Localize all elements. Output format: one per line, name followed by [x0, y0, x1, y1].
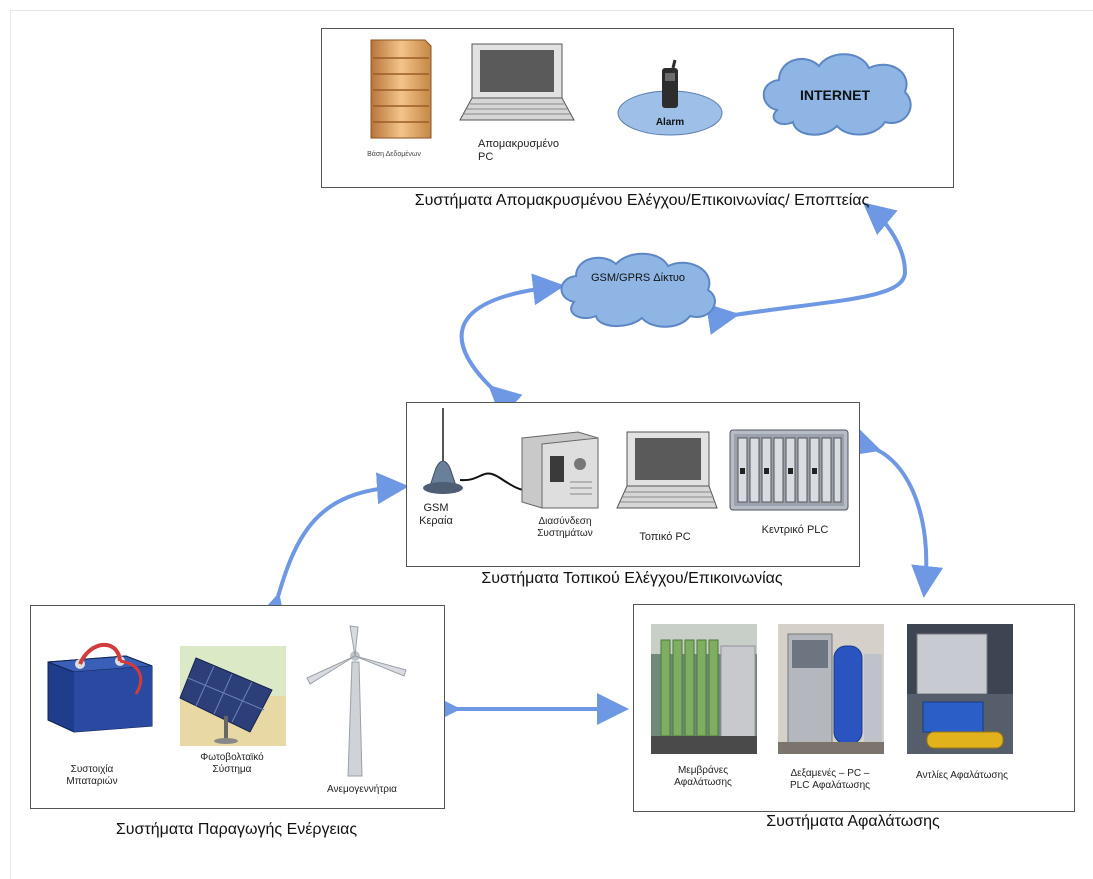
gsm-gprs-cloud-icon — [560, 252, 716, 328]
arrow-local-to-gsm-cloud — [459, 273, 565, 419]
gsm-antenna-label: GSM Κεραία — [419, 502, 453, 528]
gsm-gprs-label: GSM/GPRS Δίκτυο — [590, 272, 686, 284]
tanks-label: Δεξαμενές – PC – PLC Αφαλάτωσης — [790, 768, 870, 791]
frame-top-edge — [10, 10, 1093, 11]
wind-turbine-icon — [306, 625, 407, 777]
gsm-antenna-icon — [423, 408, 531, 494]
membranes-photo — [651, 624, 757, 754]
internet-label: INTERNET — [800, 87, 870, 103]
battery-label: Συστοιχία Μπαταριών — [66, 764, 118, 787]
membranes-label: Μεμβράνες Αφαλάτωσης — [674, 765, 732, 788]
arrow-local-to-energy — [255, 472, 409, 628]
pv-label: Φωτοβολταϊκό Σύστημα — [200, 752, 264, 775]
pv-panel-icon — [179, 646, 286, 746]
local-pc-icon — [616, 431, 718, 509]
arrow-local-to-desal — [846, 425, 944, 598]
database-server-icon — [370, 39, 432, 139]
internet-cloud-icon — [762, 53, 912, 136]
remote-systems-caption: Συστήματα Απομακρυσμένου Ελέγχου/Επικοιν… — [414, 192, 870, 209]
frame-left-edge — [10, 10, 11, 879]
battery-bank-icon — [47, 642, 153, 733]
energy-systems-caption: Συστήματα Παραγωγής Ενέργειας — [115, 821, 358, 838]
remote-pc-icon — [459, 43, 575, 121]
remote-pc-label: Απομακρυσμένο PC — [478, 138, 560, 164]
arrow-cloud-to-internet — [705, 202, 908, 335]
local-systems-caption: Συστήματα Τοπικού Ελέγχου/Επικοινωνίας — [481, 570, 783, 587]
alarm-icon — [617, 59, 723, 136]
tanks-photo — [778, 624, 884, 754]
desal-systems-caption: Συστήματα Αφαλάτωσης — [766, 813, 940, 830]
interconnect-label: Διασύνδεση Συστημάτων — [537, 516, 593, 539]
wind-label: Ανεμογεννήτρια — [327, 784, 397, 795]
local-pc-label: Τοπικό PC — [639, 531, 691, 543]
alarm-label: Alarm — [655, 117, 685, 128]
database-label: Βάση Δεδομένων — [367, 151, 421, 158]
pumps-label: Αντλίες Αφαλάτωσης — [916, 770, 1008, 781]
interconnect-module-icon — [521, 431, 599, 509]
central-plc-label: Κεντρικό PLC — [761, 524, 829, 536]
central-plc-icon — [729, 429, 849, 511]
pumps-photo — [907, 624, 1013, 754]
